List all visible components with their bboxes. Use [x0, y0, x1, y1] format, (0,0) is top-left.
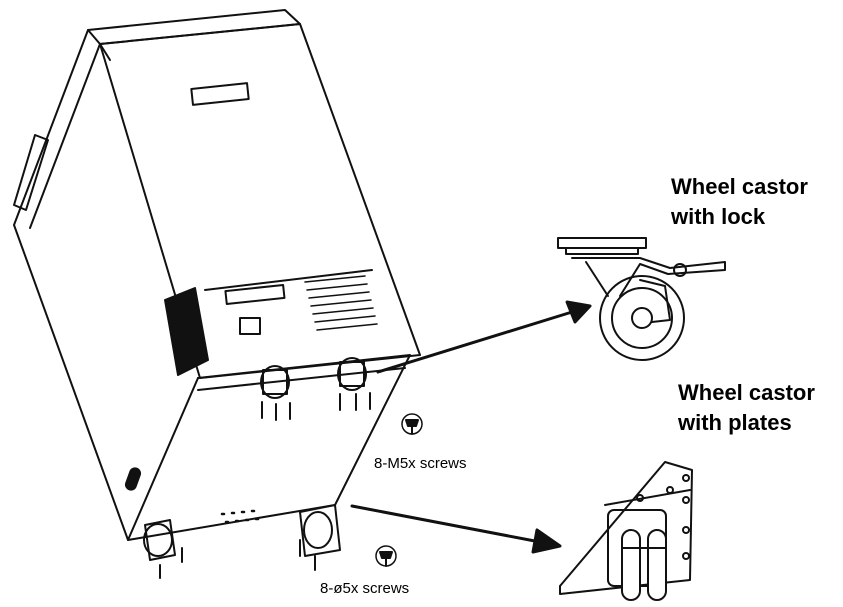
arrow-to-castor-plates — [350, 504, 562, 554]
side-handle-slot — [124, 467, 142, 491]
display-panel — [224, 284, 286, 305]
castor-lock-label-line1: Wheel castor — [671, 174, 808, 199]
castor-front-right — [337, 357, 371, 411]
castor-plates-label-line2: with plates — [678, 410, 792, 435]
castor-rear-right — [299, 504, 341, 571]
castor-front-left — [260, 365, 291, 421]
screw-d5-icon — [375, 545, 397, 567]
cabinet-left-side — [13, 29, 199, 541]
m5-screws-label: 8-M5x screws — [374, 455, 467, 472]
vent-grille — [304, 275, 378, 331]
castor-rear-left — [143, 519, 183, 579]
cabinet-front-face — [99, 23, 421, 379]
castor-plates-label-line1: Wheel castor — [678, 380, 815, 405]
base-vent-holes — [220, 509, 260, 524]
freezer-cabinet — [13, 9, 421, 541]
mounted-castors — [143, 357, 371, 579]
castor-with-lock-illustration — [557, 237, 726, 361]
d5-screws-label: 8-ø5x screws — [320, 580, 410, 597]
handle-slot — [190, 82, 250, 106]
side-vent — [164, 287, 209, 376]
arrow-to-castor-lock — [376, 300, 592, 374]
cabinet-base — [127, 354, 411, 541]
control-button — [239, 317, 261, 335]
castor-lock-label-line2: with lock — [671, 204, 766, 229]
screw-m5-icon — [401, 413, 423, 435]
castor-with-plates-illustration — [559, 461, 693, 601]
